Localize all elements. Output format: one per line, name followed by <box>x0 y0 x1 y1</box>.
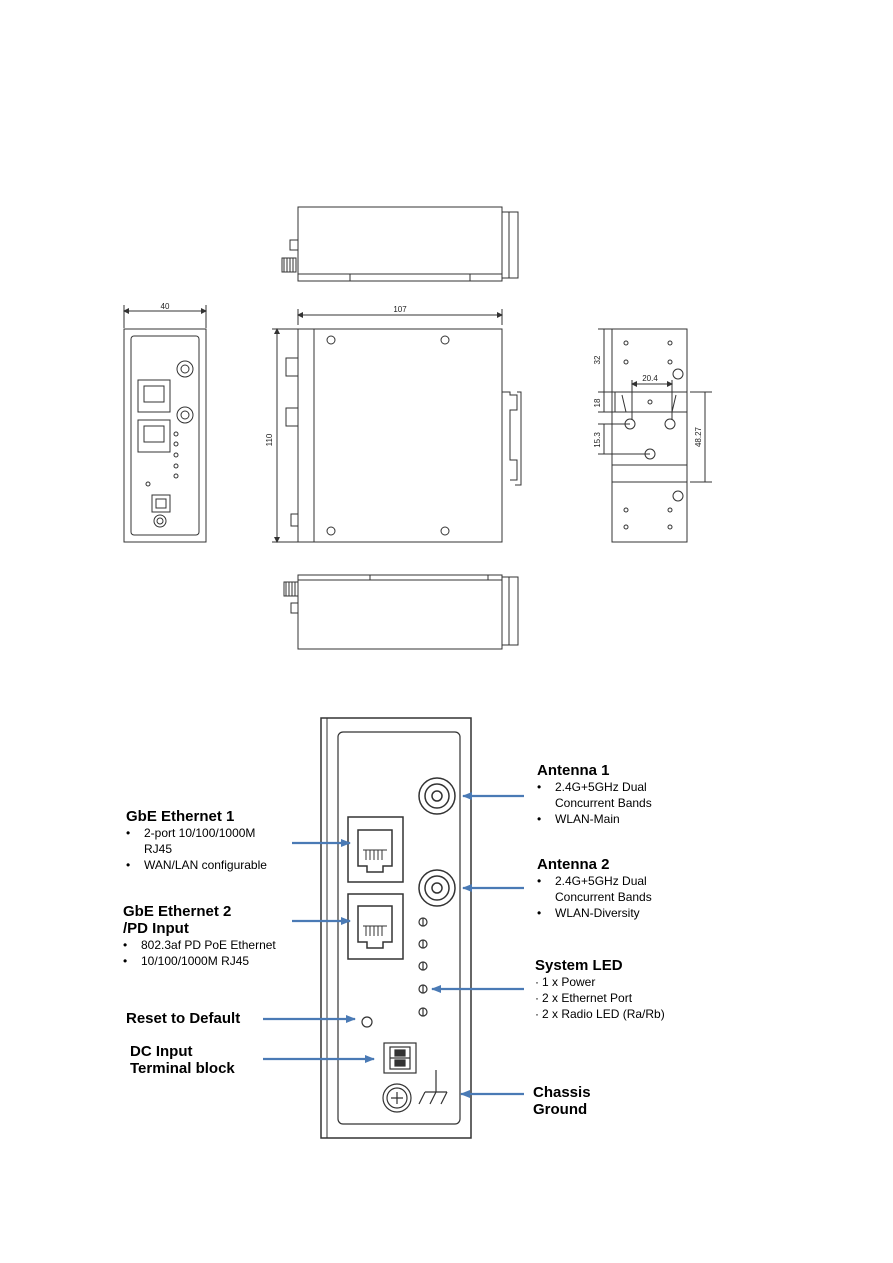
callout-antenna-1: Antenna 1 •2.4G+5GHz Dual Concurrent Ban… <box>537 762 652 827</box>
callout-title-line-1: Chassis <box>533 1084 591 1101</box>
callout-item: •WAN/LAN configurable <box>126 858 267 872</box>
callout-gbe-ethernet-1: GbE Ethernet 1 •2-port 10/100/1000M RJ45… <box>126 808 267 873</box>
callout-item: Concurrent Bands <box>555 890 652 904</box>
device-front-panel <box>320 717 472 1139</box>
callout-item: •2.4G+5GHz Dual <box>537 874 647 888</box>
callout-item: ·1 x Power <box>535 975 596 989</box>
callout-title-line-2: /PD Input <box>123 920 189 937</box>
dim-width: 40 <box>161 302 170 311</box>
callout-item: •2.4G+5GHz Dual <box>537 780 647 794</box>
dim-din-32: 32 <box>593 355 602 364</box>
callout-item: ·2 x Radio LED (Ra/Rb) <box>535 1007 665 1021</box>
dim-length: 107 <box>393 305 407 314</box>
dc-terminal-block <box>383 1042 417 1074</box>
callout-title-line-1: GbE Ethernet 2 <box>123 903 232 920</box>
callout-gbe-ethernet-2: GbE Ethernet 2 /PD Input •802.3af PD PoE… <box>123 903 276 969</box>
side-view <box>272 309 522 543</box>
dim-din-18: 18 <box>593 398 602 407</box>
dim-din-20-4: 20.4 <box>642 374 658 383</box>
callout-title-line-2: Ground <box>533 1101 588 1118</box>
callout-item: •WLAN-Main <box>537 812 620 826</box>
dim-din-48-27: 48.27 <box>694 426 703 447</box>
callout-reset: Reset to Default <box>126 1010 240 1027</box>
dim-height: 110 <box>265 433 274 446</box>
callout-system-led: System LED ·1 x Power ·2 x Ethernet Port… <box>535 957 665 1022</box>
callout-title-line-1: DC Input <box>130 1043 193 1060</box>
din-rail-view <box>598 328 712 543</box>
dim-din-15-3: 15.3 <box>593 432 602 448</box>
callout-item: •10/100/1000M RJ45 <box>123 954 250 968</box>
callout-antenna-2: Antenna 2 •2.4G+5GHz Dual Concurrent Ban… <box>537 856 652 921</box>
callout-title-line-2: Terminal block <box>130 1060 235 1077</box>
callout-chassis-ground: Chassis Ground <box>533 1084 591 1118</box>
chassis-ground-screw <box>382 1083 412 1113</box>
gbe-ethernet-2-port <box>347 893 404 960</box>
callout-dc-input: DC Input Terminal block <box>130 1043 235 1077</box>
callout-title: Reset to Default <box>126 1010 241 1027</box>
front-view <box>123 305 207 543</box>
callout-item: •2-port 10/100/1000M <box>126 826 256 840</box>
callout-title: System LED <box>535 957 623 974</box>
ground-symbol-icon <box>418 1070 448 1105</box>
callout-item: •802.3af PD PoE Ethernet <box>123 938 276 952</box>
callout-item: •WLAN-Diversity <box>537 906 640 920</box>
callout-item: ·2 x Ethernet Port <box>535 991 633 1005</box>
callout-item: RJ45 <box>144 842 173 856</box>
callout-title: Antenna 1 <box>537 762 610 779</box>
antenna-2-connector <box>418 869 456 907</box>
callout-title: GbE Ethernet 1 <box>126 808 235 825</box>
callout-title: Antenna 2 <box>537 856 610 873</box>
antenna-1-connector <box>418 777 456 815</box>
top-view <box>281 206 519 282</box>
bottom-view <box>283 574 519 650</box>
gbe-ethernet-1-port <box>347 816 404 883</box>
callout-item: Concurrent Bands <box>555 796 652 810</box>
reset-button-hole <box>361 1016 373 1028</box>
system-led-indicators <box>418 917 428 1017</box>
